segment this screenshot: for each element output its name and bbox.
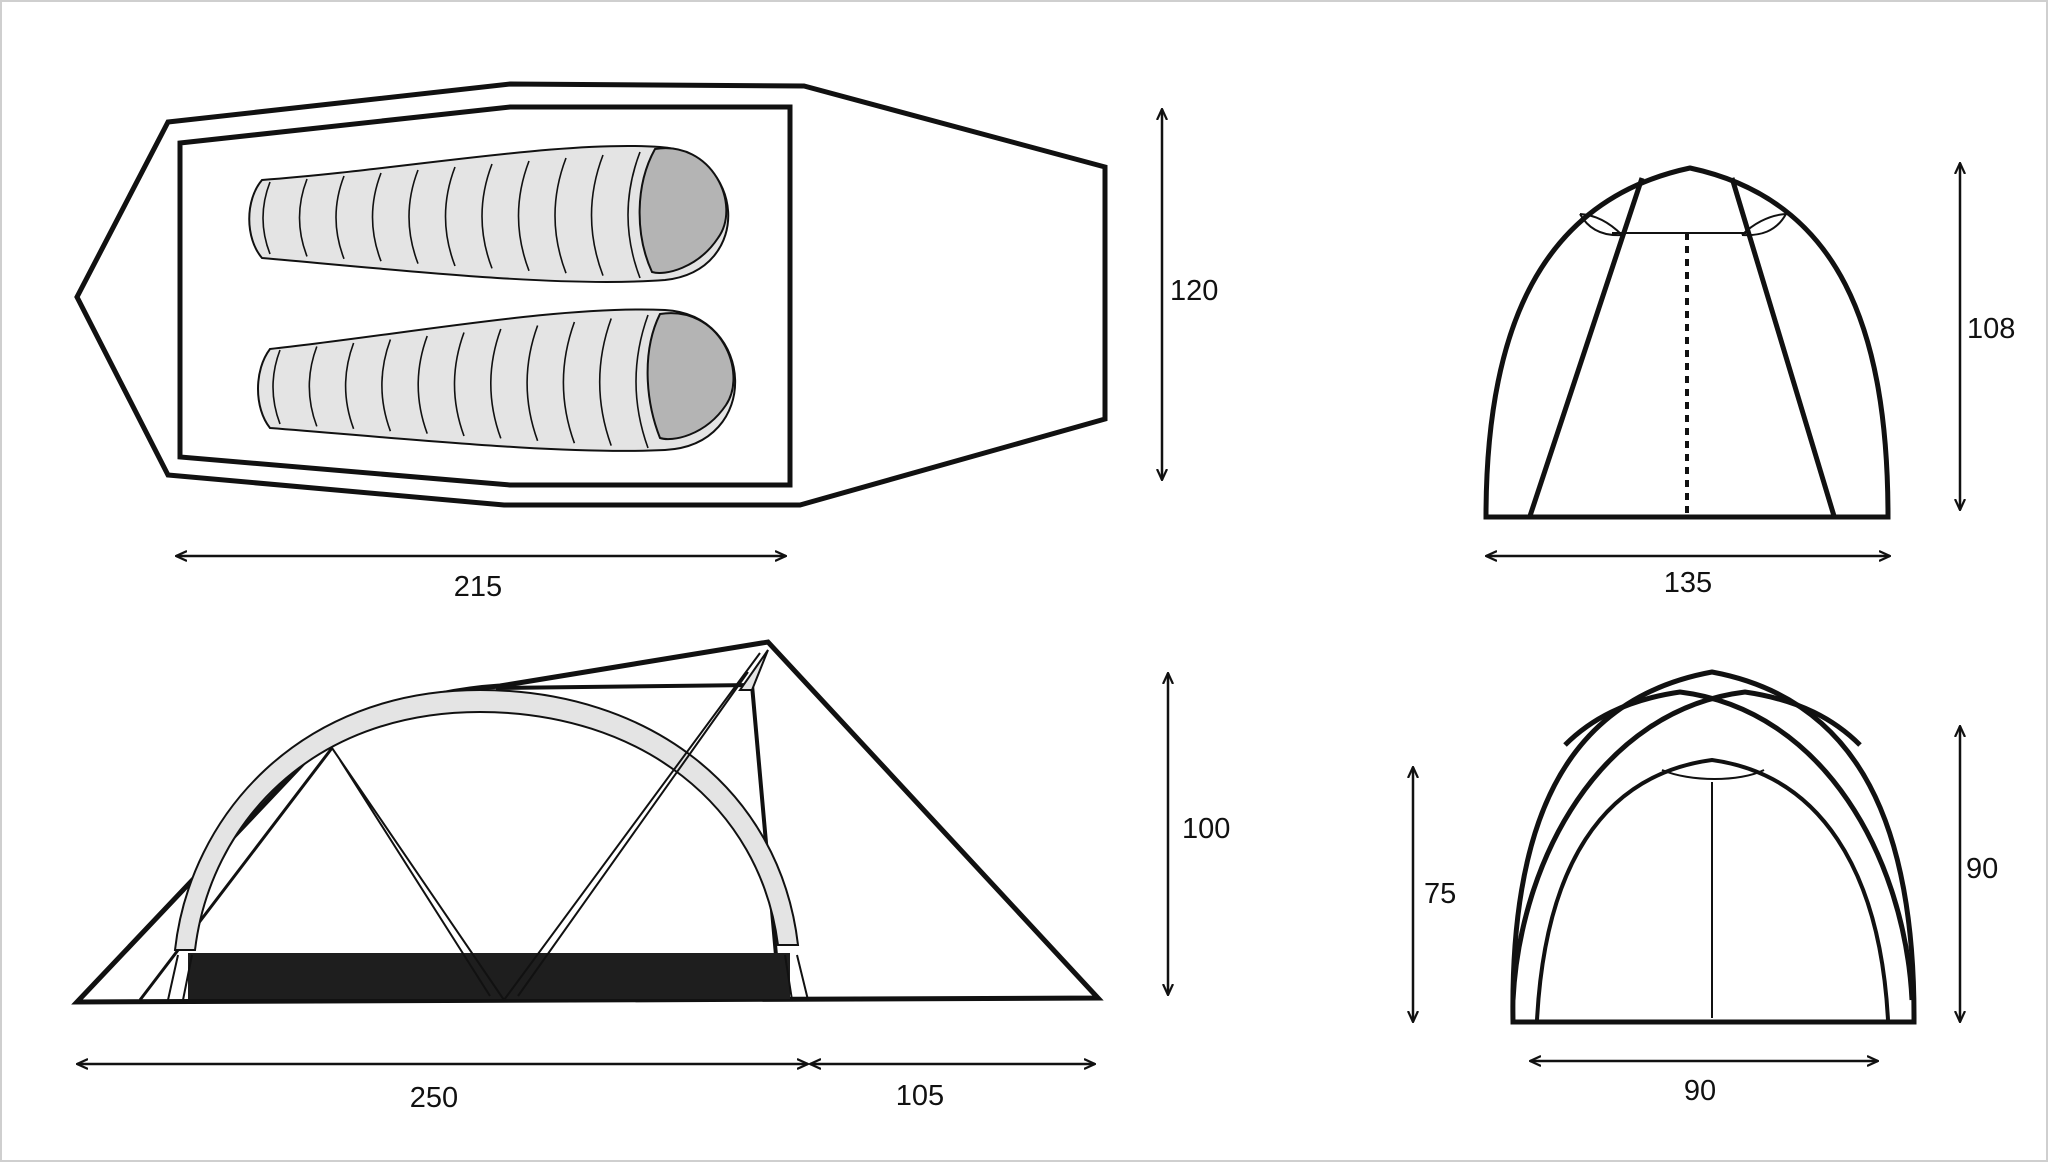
dimension-label-width: 120 bbox=[1170, 275, 1218, 307]
sleeping-bag-seam bbox=[453, 332, 465, 437]
sleeping-bag-upper bbox=[248, 144, 730, 283]
sleeping-bag-seam bbox=[298, 178, 308, 257]
sleeping-bag-seam bbox=[408, 169, 419, 264]
side-guy-right bbox=[503, 652, 761, 1001]
dimension-label-vestibule: 105 bbox=[896, 1080, 944, 1112]
dimension-label-inner-height: 75 bbox=[1424, 878, 1456, 910]
side-inner-floor bbox=[188, 953, 790, 999]
sleeping-bag-seam bbox=[308, 346, 318, 427]
sleeping-bag-seam bbox=[554, 157, 567, 274]
sleeping-bag-seam bbox=[481, 163, 493, 269]
sleeping-bag-seam bbox=[562, 321, 576, 444]
sleeping-bag-seam bbox=[272, 349, 281, 425]
dimension-label-outer-height: 90 bbox=[1966, 853, 1998, 885]
sleeping-bag-seam bbox=[381, 339, 392, 432]
sleeping-bag-quilting bbox=[272, 314, 649, 449]
dimension-label-length: 215 bbox=[454, 571, 502, 603]
front-vent-right bbox=[1741, 213, 1787, 237]
dimension-label-height: 108 bbox=[1967, 313, 2015, 345]
sleeping-bag-seam bbox=[526, 325, 539, 442]
sleeping-bag-seam bbox=[371, 172, 382, 262]
sleeping-bag-seam bbox=[590, 154, 604, 276]
sleeping-bag-seam bbox=[598, 318, 612, 446]
sleeping-bag-seam bbox=[262, 181, 271, 255]
front-pole-right bbox=[1729, 177, 1837, 517]
sleeping-bag-seam bbox=[444, 166, 456, 267]
front-vent-left bbox=[1579, 213, 1623, 237]
rear-inner-arch bbox=[1535, 757, 1890, 1021]
sleeping-bag-seam bbox=[417, 335, 428, 434]
front-pole-left bbox=[1527, 177, 1645, 517]
dimension-label-inner-length: 250 bbox=[410, 1082, 458, 1114]
sleeping-bag-lower bbox=[257, 308, 737, 452]
dimension-label-width: 135 bbox=[1664, 567, 1712, 599]
rear-fly-outline bbox=[1510, 669, 1917, 1025]
side-guy-left bbox=[331, 747, 505, 1001]
side-pole-strut bbox=[738, 649, 769, 691]
rear-vent bbox=[1661, 769, 1765, 780]
side-inner-front-wall bbox=[138, 747, 334, 1001]
front-view: 135 108 bbox=[1483, 163, 2015, 599]
rear-crossing-pole-right bbox=[1563, 689, 1915, 1001]
sleeping-bag-seam bbox=[344, 342, 355, 430]
sleeping-bag-seam bbox=[517, 160, 530, 272]
sleeping-bag-seam bbox=[490, 328, 502, 439]
top-view: 215 120 bbox=[74, 81, 1218, 603]
sleeping-bag-hood bbox=[638, 147, 728, 274]
dimension-label-width: 90 bbox=[1684, 1075, 1716, 1107]
sleeping-bag-body bbox=[248, 144, 730, 283]
side-arch-pole bbox=[173, 688, 800, 951]
sleeping-bag-seam bbox=[335, 175, 345, 260]
sleeping-bag-hood bbox=[646, 312, 735, 441]
side-view: 250 105 100 bbox=[71, 639, 1230, 1114]
rear-crossing-pole-left bbox=[1510, 689, 1862, 1001]
dimension-label-height: 100 bbox=[1182, 813, 1230, 845]
rear-view: 90 75 90 bbox=[1413, 669, 1998, 1107]
sleeping-bag-seam bbox=[627, 151, 641, 279]
sleeping-bag-seam bbox=[635, 314, 649, 449]
sleeping-bag-body bbox=[257, 308, 737, 452]
sleeping-bag-quilting bbox=[262, 151, 641, 279]
side-pole-feet bbox=[167, 954, 809, 1001]
